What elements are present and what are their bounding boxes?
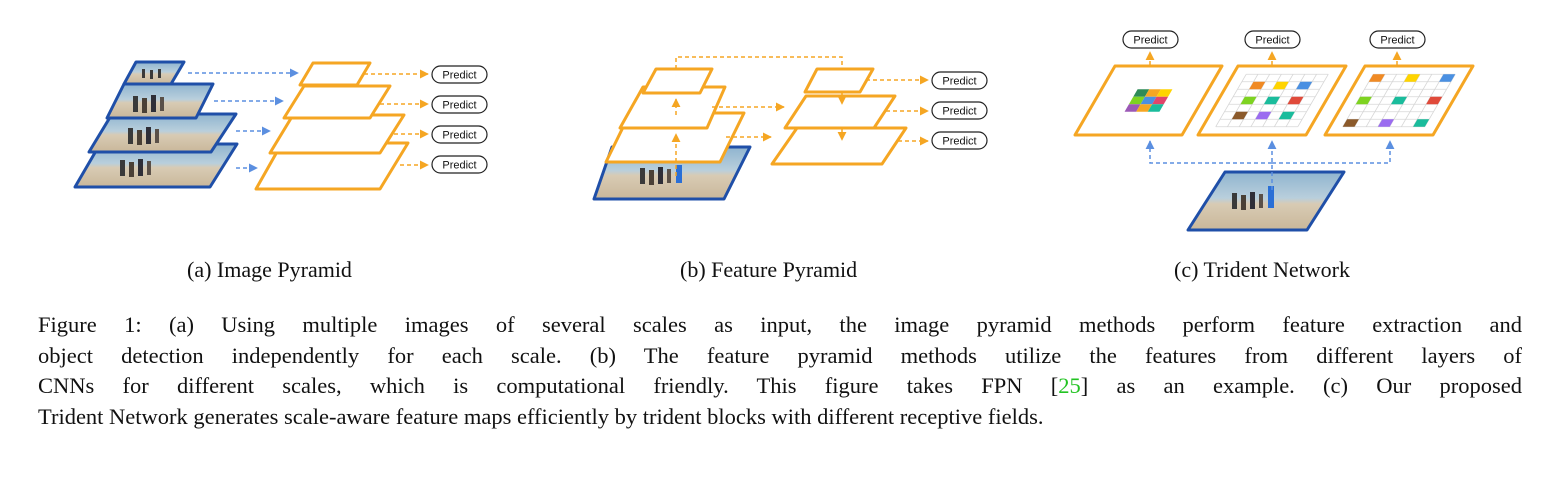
predict-box: Predict [1122, 30, 1179, 49]
predict-box: Predict [1369, 30, 1426, 49]
citation-link[interactable]: 25 [1058, 373, 1081, 398]
receptive-field-cell [1249, 81, 1266, 90]
receptive-field-cell [1255, 111, 1272, 120]
receptive-field-cell [1355, 96, 1372, 105]
caption-line: object detection independently for each … [38, 342, 1522, 368]
predict-box: Predict [931, 131, 988, 150]
receptive-field-cell [1272, 81, 1289, 90]
caption-text: CNNs for different scales, which is comp… [38, 373, 1059, 398]
predict-box: Predict [431, 65, 488, 84]
image-scale-3 [87, 112, 238, 154]
receptive-field-cell [1156, 89, 1173, 97]
feature-to-predict-arrows-a [364, 69, 429, 170]
receptive-field-cell [1296, 81, 1313, 90]
input-image-c [1186, 170, 1346, 232]
predict-box: Predict [431, 155, 488, 174]
svg-text:Predict: Predict [1133, 35, 1167, 47]
top-down-maps [770, 67, 908, 166]
grid-line [1401, 74, 1433, 127]
receptive-field-cell [1124, 104, 1141, 112]
grid-line [1365, 74, 1397, 127]
predict-box: Predict [931, 71, 988, 90]
svg-text:Predict: Predict [942, 76, 976, 88]
receptive-field-cell [1133, 89, 1150, 97]
image-scale-1 [122, 60, 186, 86]
image-to-feature-arrows [188, 68, 299, 173]
feature-grid-medium [1215, 73, 1329, 128]
receptive-field-cell [1426, 96, 1443, 105]
receptive-field-cell [1240, 96, 1257, 105]
panel-trident-network: Predict Predict Predict [1073, 30, 1475, 232]
feature-maps-a [254, 61, 410, 191]
predict-box: Predict [931, 101, 988, 120]
grid-line [1424, 74, 1456, 127]
svg-text:Predict: Predict [442, 100, 476, 112]
figure-caption: Figure 1: (a) Using multiple images of s… [38, 310, 1522, 432]
grid-line [1354, 74, 1386, 127]
feature-grid-large [1342, 73, 1456, 128]
receptive-field-cell [1128, 96, 1145, 105]
predict-box: Predict [431, 95, 488, 114]
grid-line [1297, 74, 1329, 127]
receptive-field-cell [1147, 104, 1164, 112]
grid-line [1342, 74, 1374, 127]
feature-to-predict-arrows-b [866, 75, 929, 146]
feature-grid-small [1124, 89, 1173, 112]
receptive-field-cell [1263, 96, 1281, 105]
subcaption-trident-network: (c) Trident Network [1174, 257, 1350, 282]
receptive-field-cell [1278, 111, 1295, 120]
svg-text:Predict: Predict [942, 106, 976, 118]
svg-text:Predict: Predict [1255, 35, 1289, 47]
image-scale-2 [105, 82, 215, 120]
receptive-field-cell [1136, 104, 1153, 112]
receptive-field-cell [1231, 111, 1248, 120]
lateral-arrows [712, 102, 785, 142]
caption-line: Figure 1: (a) Using multiple images of s… [38, 312, 1522, 337]
caption-line: CNNs for different scales, which is comp… [38, 371, 1522, 402]
shared-input-arrows [1145, 140, 1395, 190]
receptive-field-cell [1403, 74, 1421, 82]
subcaption-feature-pyramid: (b) Feature Pyramid [680, 257, 858, 282]
grid-line [1412, 74, 1444, 127]
panel-image-pyramid: Predict Predict Predict Predict [73, 60, 488, 191]
grid-line [1215, 74, 1247, 127]
receptive-field-cell [1152, 96, 1169, 105]
caption-text: ] as an example. (c) Our proposed [1080, 373, 1522, 398]
svg-text:Predict: Predict [442, 160, 476, 172]
svg-text:Predict: Predict [942, 136, 976, 148]
receptive-field-cell [1377, 119, 1395, 127]
receptive-field-cell [1439, 74, 1456, 82]
figure-1: Predict Predict Predict Predict [73, 30, 1475, 232]
bottom-up-maps [604, 67, 746, 164]
svg-text:Predict: Predict [1380, 35, 1414, 47]
receptive-field-cell [1342, 119, 1359, 127]
receptive-field-cell [1390, 96, 1408, 105]
svg-text:Predict: Predict [442, 130, 476, 142]
predict-box: Predict [1244, 30, 1301, 49]
subcaption-image-pyramid: (a) Image Pyramid [187, 257, 352, 282]
receptive-field-cell [1287, 96, 1304, 105]
receptive-field-cell [1144, 89, 1161, 97]
receptive-field-cell [1140, 96, 1157, 105]
predict-box: Predict [431, 125, 488, 144]
receptive-field-cell [1413, 119, 1430, 127]
receptive-field-cell [1368, 74, 1385, 82]
panel-feature-pyramid: Predict Predict Predict [592, 56, 988, 201]
svg-text:Predict: Predict [442, 70, 476, 82]
caption-line: Trident Network generates scale-aware fe… [38, 403, 1044, 429]
